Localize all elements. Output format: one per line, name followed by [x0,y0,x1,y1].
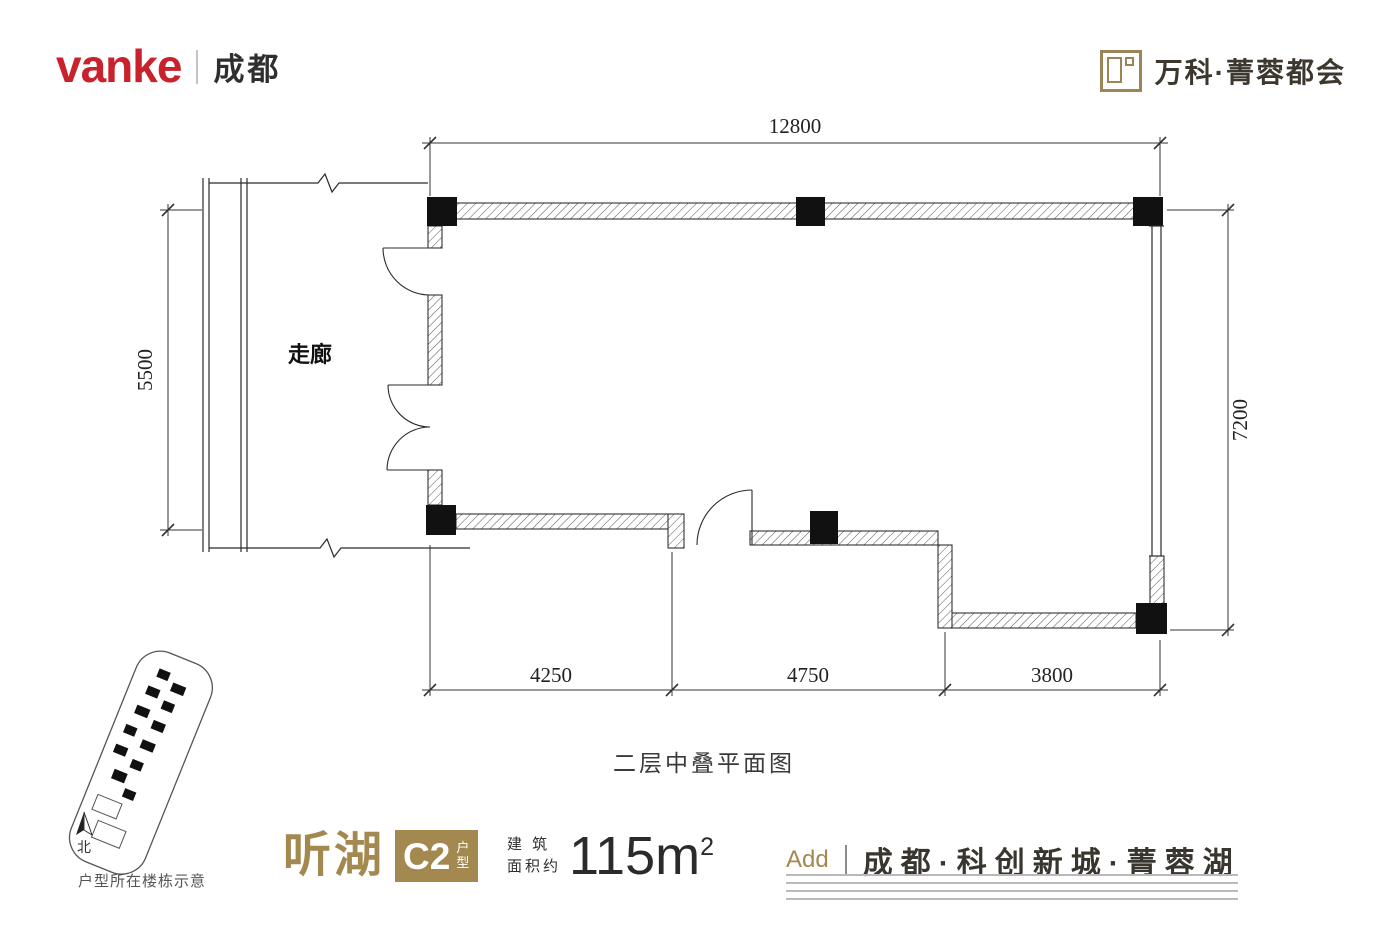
project-name: 万科·菁蓉都会 [1154,57,1346,88]
corridor-lines [202,172,470,559]
project-badge: 万科·菁蓉都会 [1099,50,1346,92]
brand-city: 成都 [213,52,282,87]
dim-left-label: 5500 [133,349,157,391]
north-label: 北 [77,839,91,855]
unit-title: 听湖 C2 户型 [283,829,479,882]
area-exponent: 2 [700,833,714,861]
area-label-line1: 建 筑 [507,835,551,853]
corridor-label: 走廊 [288,342,332,367]
unit-type-badge: C2 户型 [395,830,479,882]
columns [426,197,1167,634]
area-label-line2: 面积约 [507,857,562,875]
window [1149,225,1164,557]
plan-caption: 二层中叠平面图 [613,750,795,776]
site-map-caption: 户型所在楼栋示意 [78,872,206,890]
project-logo-icon [1099,50,1142,92]
address-divider [844,845,847,875]
header-brand: vanke 成都 [56,39,282,92]
walls [427,202,1165,629]
area-value: 115m2 [569,829,714,883]
area-block: 建 筑 面积约 115m2 [507,829,714,883]
dim-right-label: 7200 [1228,399,1252,441]
area-labels: 建 筑 面积约 [507,834,561,883]
doors [382,247,753,546]
dimension-lines [160,136,1235,697]
dim-top-label: 12800 [769,114,822,138]
north-arrow-icon [76,811,93,837]
disclaimer-text-lines [786,874,1238,906]
dim-bottom-label-2: 4750 [787,663,829,687]
area-number: 115m [569,826,701,886]
unit-type-suffix: 户型 [456,840,470,870]
dim-bottom-label-3: 3800 [1031,663,1073,687]
unit-type-code: C2 [403,835,451,877]
header-divider [196,49,199,84]
dimension-labels: 12800 5500 7200 4250 4750 3800 [133,114,1252,687]
dim-bottom-label-1: 4250 [530,663,572,687]
site-map: 北 户型所在楼栋示意 [68,650,213,890]
address-prefix: Add [786,846,829,873]
unit-name: 听湖 [283,829,386,882]
vanke-logo: vanke [56,39,182,92]
site-map-buildings [110,668,187,802]
